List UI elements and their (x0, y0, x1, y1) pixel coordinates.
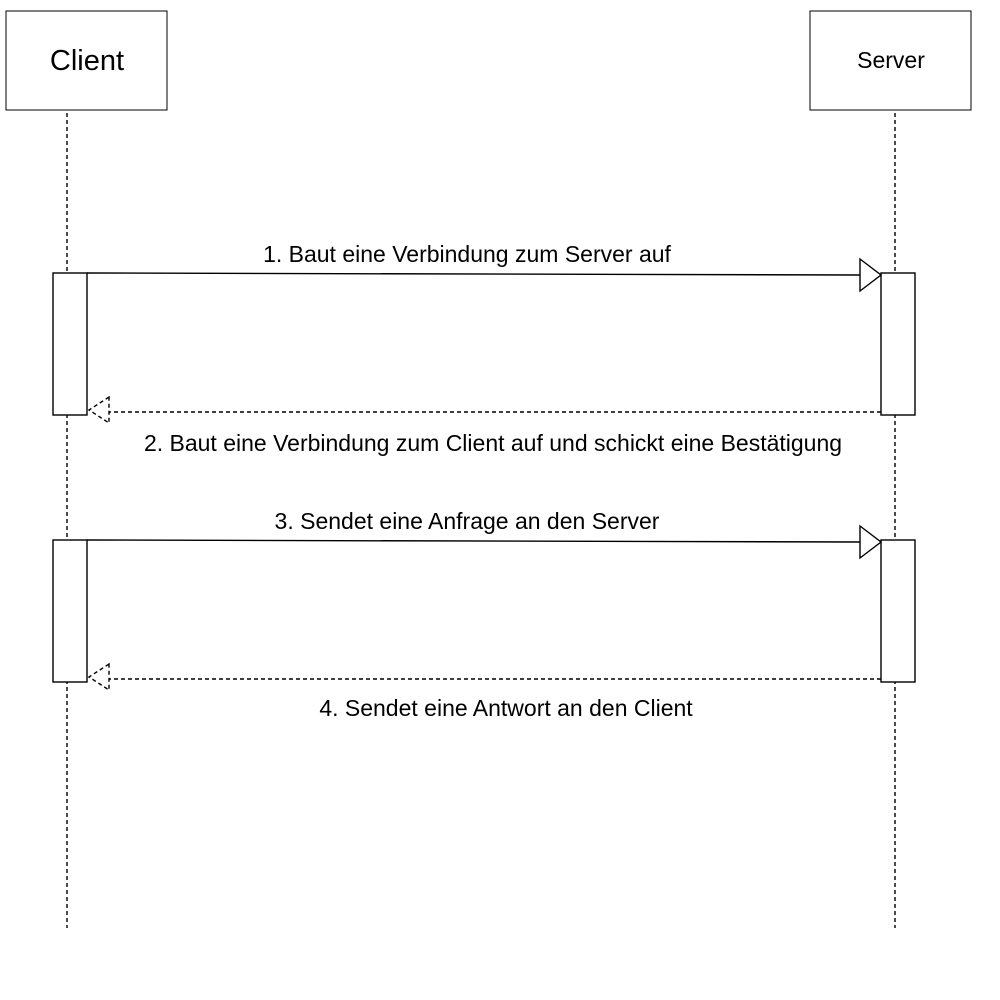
participant-server-box (809, 10, 972, 111)
participant-server-label: Server (857, 47, 925, 73)
message-2-arrowhead (87, 395, 110, 425)
participant-client: Client (5, 10, 168, 111)
message-3-label: 3. Sendet eine Anfrage an den Server (275, 508, 660, 534)
message-4-label: 4. Sendet eine Antwort an den Client (319, 695, 693, 721)
activation-client-2 (52, 539, 88, 683)
participant-client-box (5, 10, 168, 111)
message-1-arrowhead (859, 257, 883, 293)
message-2: 2. Baut eine Verbindung zum Client auf u… (87, 395, 881, 456)
message-3-arrowhead (859, 524, 883, 560)
activation-server-2 (880, 539, 916, 683)
message-3-line (86, 539, 861, 543)
message-3: 3. Sendet eine Anfrage an den Server (86, 508, 883, 560)
activation-server-1 (880, 272, 916, 416)
message-1-label: 1. Baut eine Verbindung zum Server auf (263, 241, 671, 267)
message-4: 4. Sendet eine Antwort an den Client (87, 662, 881, 721)
message-1-line (86, 272, 861, 276)
message-4-arrowhead (87, 662, 110, 692)
message-1: 1. Baut eine Verbindung zum Server auf (86, 241, 883, 293)
message-2-label: 2. Baut eine Verbindung zum Client auf u… (144, 430, 842, 456)
participant-client-label: Client (50, 45, 124, 77)
activation-client-1 (52, 272, 88, 416)
participant-server: Server (809, 10, 972, 111)
